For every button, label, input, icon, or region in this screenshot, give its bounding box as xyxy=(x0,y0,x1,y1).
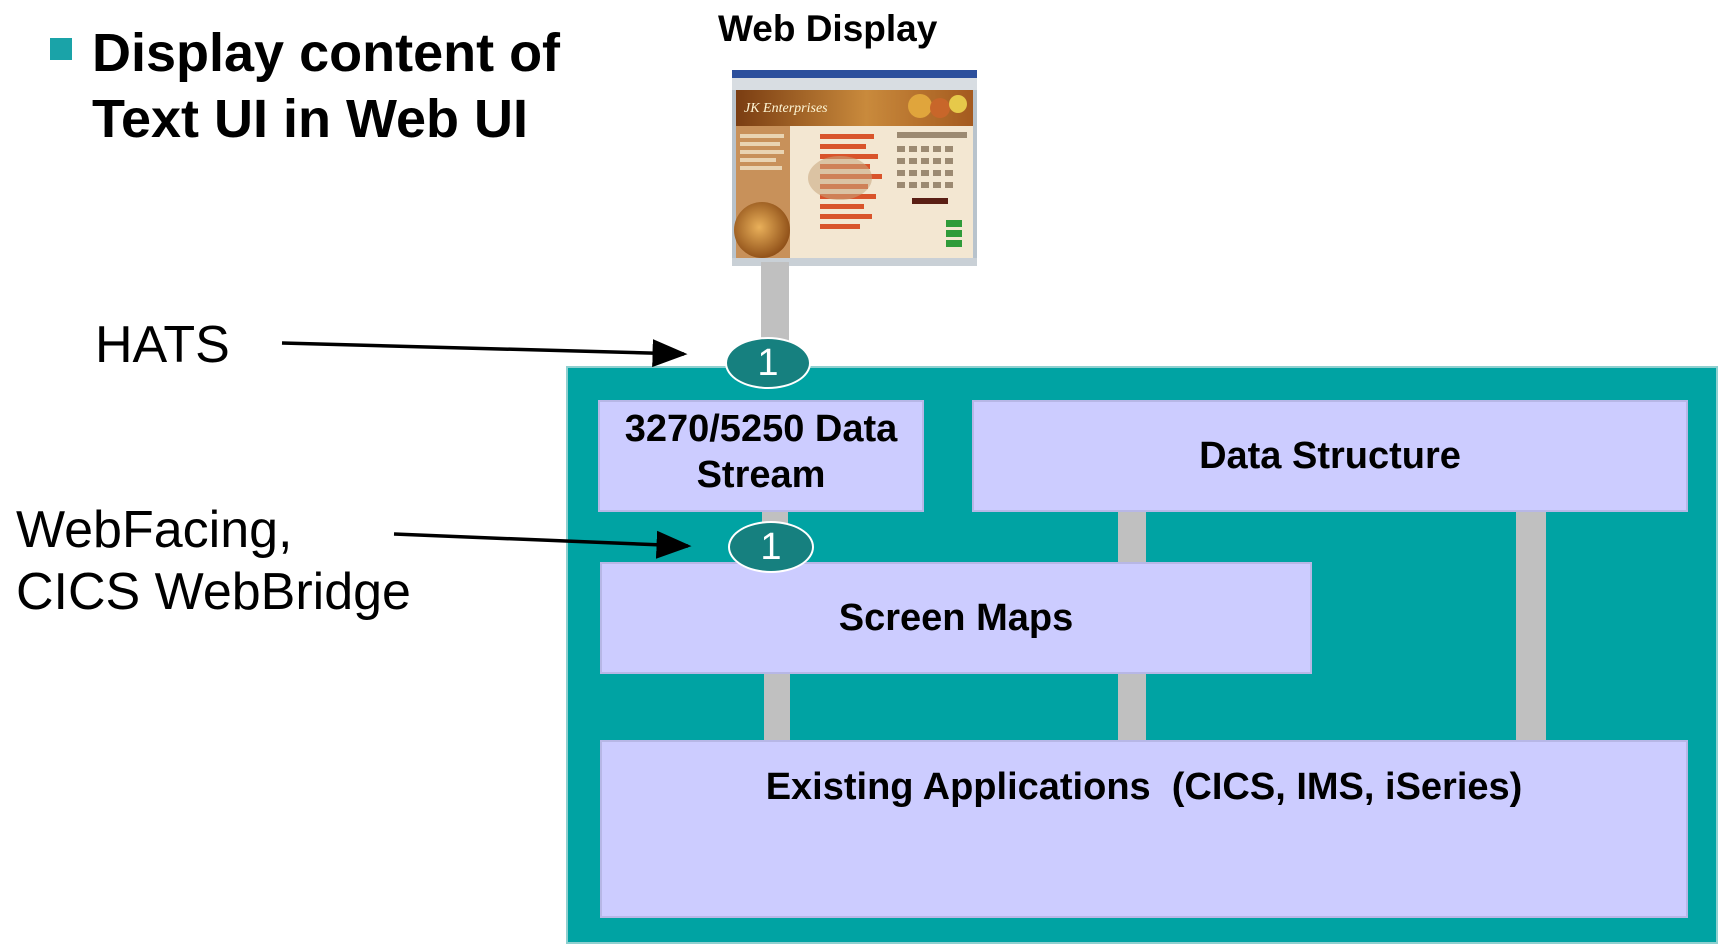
arrow-webfacing xyxy=(393,530,692,559)
web-page-screenshot: JK Enterprises xyxy=(732,70,977,266)
screen-maps-box: Screen Maps xyxy=(600,562,1312,674)
data-structure-label: Data Structure xyxy=(1199,435,1461,477)
bullet-marker xyxy=(50,38,72,60)
screen-maps-label: Screen Maps xyxy=(838,597,1074,639)
marker-hats: 1 xyxy=(725,337,811,389)
connector-struct-to-apps-right xyxy=(1516,512,1546,740)
connector-maps-to-apps xyxy=(764,674,790,740)
webfacing-label: WebFacing, CICS WebBridge xyxy=(16,499,411,623)
marker-webfacing: 1 xyxy=(728,521,814,573)
webfacing-line-1: WebFacing, xyxy=(16,501,293,559)
data-stream-line-1: 3270/5250 Data xyxy=(624,408,898,450)
heading: Display content of Text UI in Web UI xyxy=(92,20,560,152)
web-display-title: Web Display xyxy=(718,8,938,49)
arrow-hats xyxy=(281,339,688,368)
webfacing-line-2: CICS WebBridge xyxy=(16,563,411,621)
existing-applications-label: Existing Applications (CICS, IMS, iSerie… xyxy=(765,766,1523,808)
data-structure-box: Data Structure xyxy=(972,400,1688,512)
heading-line-2: Text UI in Web UI xyxy=(92,89,529,149)
data-stream-line-2: Stream xyxy=(696,454,826,496)
data-stream-label: 3270/5250 Data Stream xyxy=(625,408,898,500)
data-stream-box: 3270/5250 Data Stream xyxy=(598,400,924,512)
hats-label: HATS xyxy=(95,316,230,374)
heading-line-1: Display content of xyxy=(92,23,561,83)
screenshot-header-text: JK Enterprises xyxy=(744,101,828,116)
existing-applications-box: Existing Applications (CICS, IMS, iSerie… xyxy=(600,740,1688,918)
